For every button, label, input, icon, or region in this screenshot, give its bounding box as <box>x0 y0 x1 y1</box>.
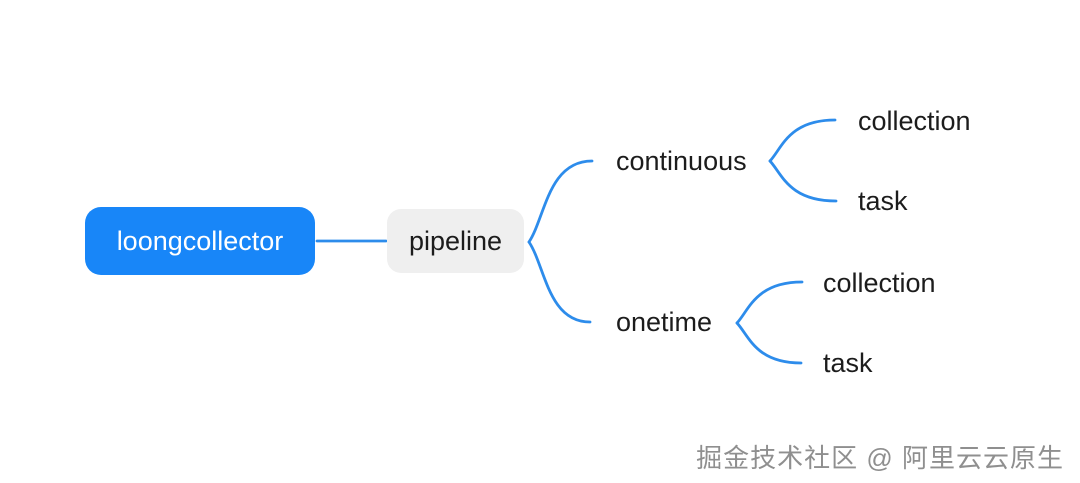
node-onetime-collection[interactable]: collection <box>823 268 936 298</box>
connector-continuous-to-task <box>768 159 838 203</box>
node-continuous-collection[interactable]: collection <box>858 106 971 136</box>
node-onetime-task[interactable]: task <box>823 348 873 378</box>
node-continuous[interactable]: continuous <box>616 146 747 176</box>
node-continuous-task[interactable]: task <box>858 186 908 216</box>
connector-pipeline-to-continuous <box>527 159 594 244</box>
node-loongcollector[interactable]: loongcollector <box>85 207 315 275</box>
node-onetime[interactable]: onetime <box>616 307 713 337</box>
connector-pipeline-to-onetime <box>527 240 592 324</box>
connector-onetime-to-collection <box>735 280 804 325</box>
watermark: 掘金技术社区 @ 阿里云云原生 <box>696 443 1064 473</box>
connector-onetime-to-task <box>735 321 803 365</box>
node-pipeline[interactable]: pipeline <box>387 209 524 273</box>
connector-continuous-to-collection <box>768 118 837 163</box>
